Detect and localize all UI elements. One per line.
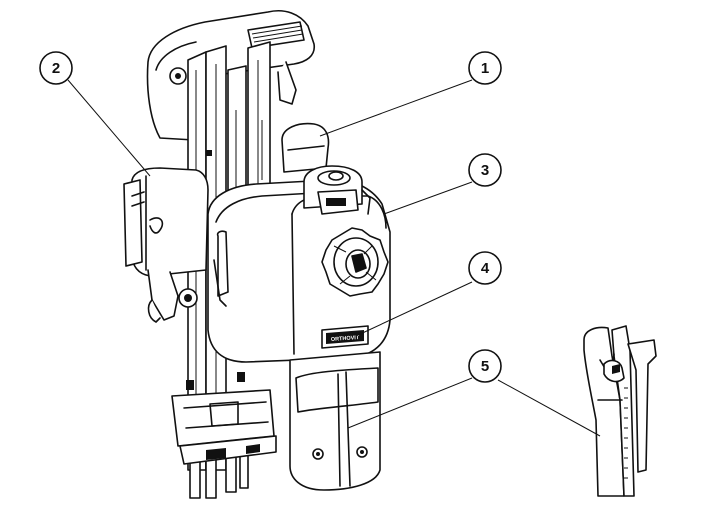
leader-lines: [67, 79, 601, 437]
callout-2: 2: [39, 51, 73, 85]
star-knob: [321, 227, 389, 297]
callout-label-2: 2: [52, 60, 60, 77]
main-assembly: ORTHOVIT: [123, 10, 391, 499]
callout-label-4: 4: [481, 260, 490, 277]
callout-circle: [468, 251, 502, 285]
lower-bracket: [171, 389, 277, 465]
callout-3: 3: [468, 153, 502, 187]
callout-label-5: 5: [481, 358, 489, 375]
lower-body: [289, 351, 381, 491]
callout-circle: [468, 51, 502, 85]
callout-label-1: 1: [481, 60, 489, 77]
callout-label-3: 3: [481, 162, 489, 179]
callout-circle: [468, 349, 502, 383]
badge-text: ORTHOVIT: [331, 335, 360, 343]
rear-knob: [281, 122, 330, 173]
rail-bottom: [189, 447, 249, 499]
vertical-rails: [186, 41, 271, 471]
badge-plate: ORTHOVIT: [321, 325, 369, 349]
detached-clip: [583, 325, 657, 497]
callout-circle: [468, 153, 502, 187]
callout-circle: [39, 51, 73, 85]
left-clamp: [123, 167, 209, 323]
callout-1: 1: [468, 51, 502, 85]
top-adjust-block: [303, 165, 371, 215]
callout-4: 4: [468, 251, 502, 285]
callout-5: 5: [468, 349, 502, 383]
main-housing: [207, 179, 391, 363]
